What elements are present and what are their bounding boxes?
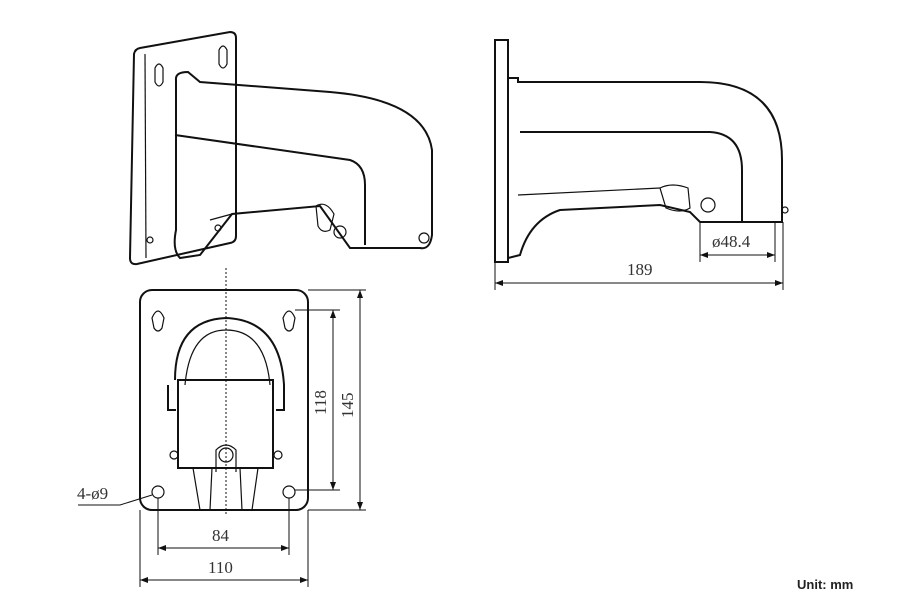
plate-height-label: 145 [338,393,357,419]
unit-label: Unit: mm [797,577,854,592]
perspective-view [128,30,433,266]
hole-spacing-vertical-label: 118 [311,390,330,415]
hole-spacing-horizontal-label: 84 [212,526,230,545]
plate-width-label: 110 [208,558,233,577]
side-view [494,39,789,290]
front-view [78,268,366,587]
overall-length-label: 189 [627,260,653,279]
mount-diameter-label: ø48.4 [712,232,751,251]
holes-label: 4-ø9 [77,484,108,503]
